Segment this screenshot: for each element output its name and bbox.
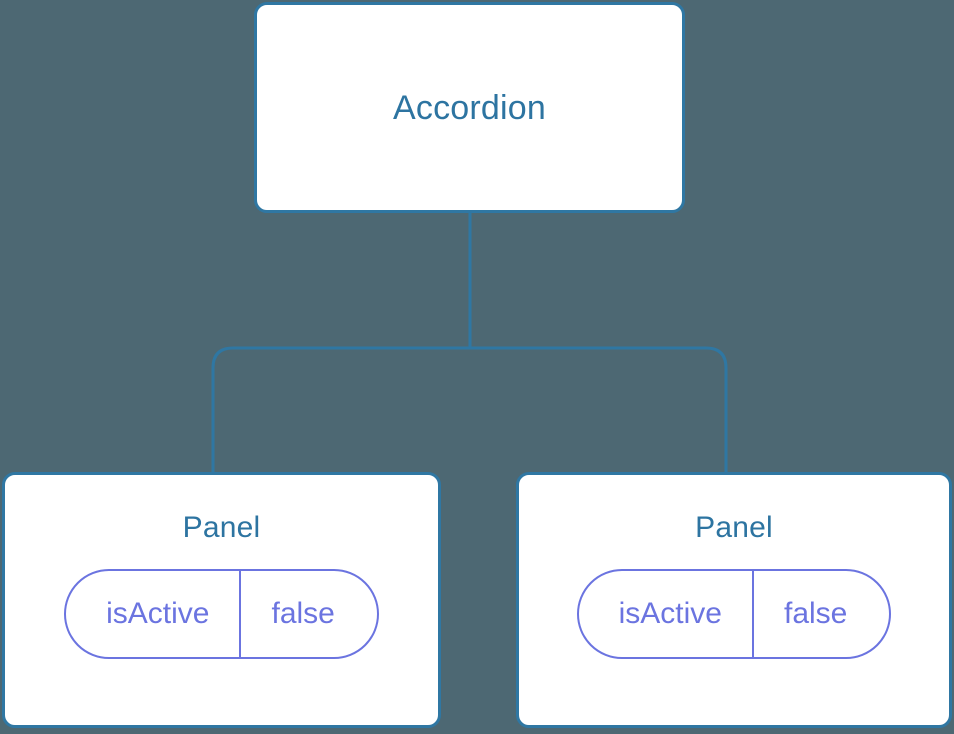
prop-value-panel-1-isactive: false [751,571,889,657]
prop-pill-panel-1-isactive[interactable]: isActive false [576,569,892,659]
node-panel-0-label: Panel [182,511,261,544]
prop-value-panel-0-isactive: false [239,571,376,657]
node-panel-0[interactable]: Panel isActive false [2,472,441,728]
node-accordion-label: Accordion [393,88,546,127]
prop-key-panel-1-isactive: isActive [618,597,722,630]
connector-branch-right [470,346,728,474]
prop-key-panel-0-isactive: isActive [106,597,210,630]
prop-pill-panel-0-isactive[interactable]: isActive false [64,569,379,659]
node-accordion[interactable]: Accordion [254,2,685,213]
connector-branch-left [211,346,470,474]
node-panel-1-label: Panel [695,511,773,544]
node-panel-1[interactable]: Panel isActive false [516,472,952,728]
